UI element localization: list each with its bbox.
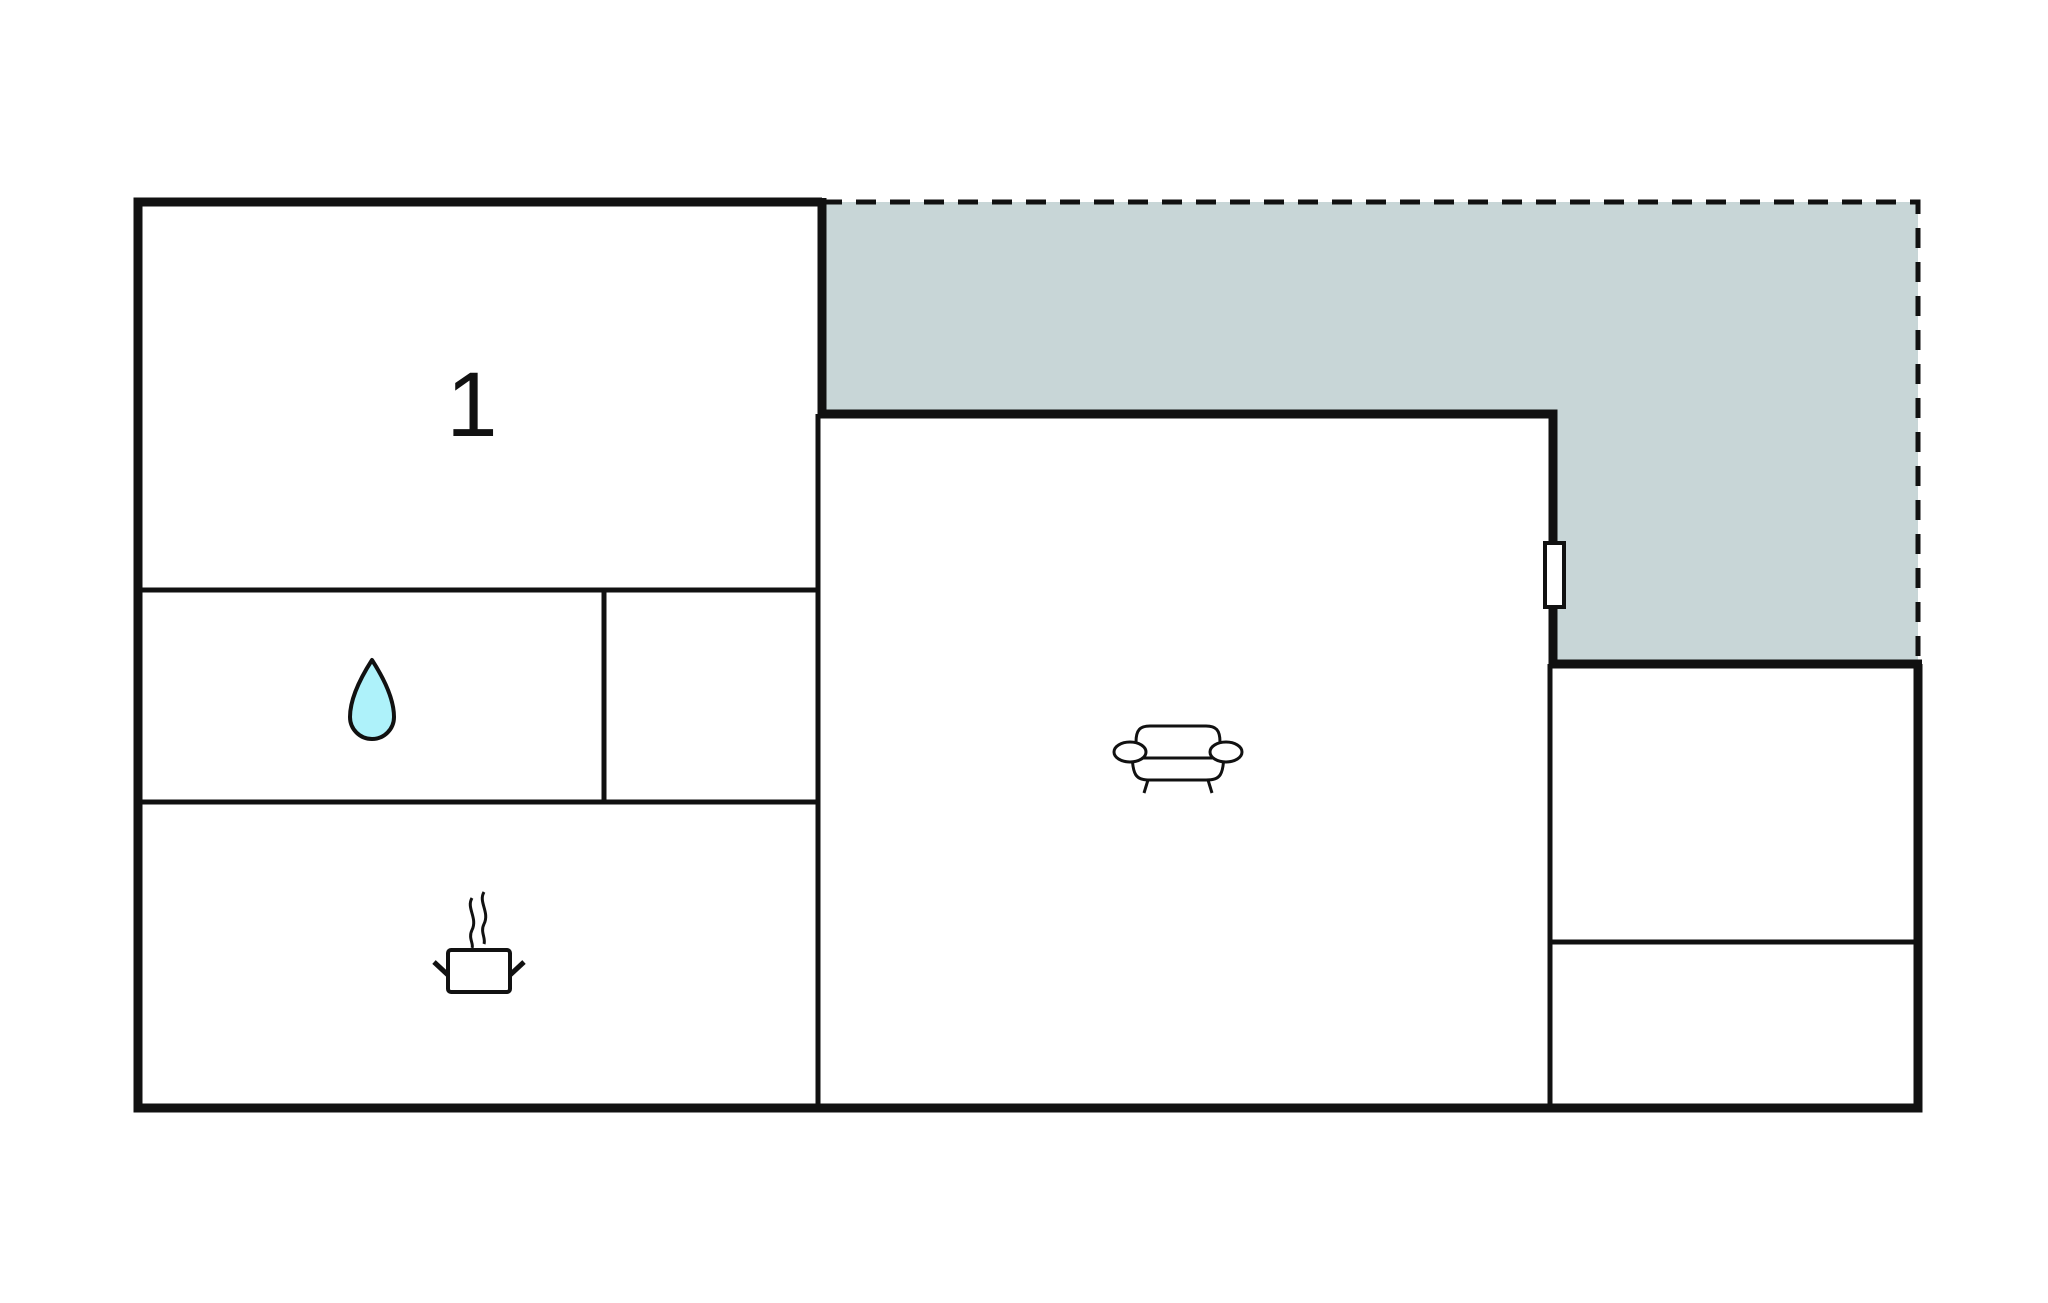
cooking-pot-icon bbox=[432, 891, 526, 994]
terrace-area bbox=[822, 199, 1921, 664]
room-label-1: 1 bbox=[446, 354, 497, 456]
exterior-walls bbox=[133, 197, 1923, 1113]
sofa-icon bbox=[1112, 724, 1244, 794]
outer-wall-terrace-edge bbox=[818, 409, 1922, 669]
door-icon bbox=[1543, 541, 1566, 609]
interior-walls bbox=[140, 414, 1914, 1104]
outer-wall-main bbox=[133, 197, 1923, 1113]
water-drop-icon bbox=[348, 658, 396, 741]
